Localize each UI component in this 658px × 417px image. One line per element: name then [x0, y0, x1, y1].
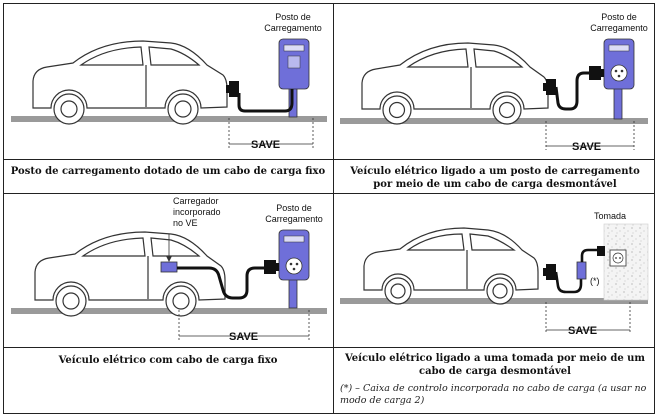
station-label-line1: Posto de	[276, 203, 312, 213]
save-label: SAVE	[572, 141, 601, 153]
charger-label-line1: Carregador	[173, 196, 219, 206]
grid-divider-middle	[3, 193, 655, 194]
car-outline	[34, 231, 226, 317]
charging-station	[278, 229, 310, 309]
save-label: SAVE	[229, 331, 258, 343]
save-label: SAVE	[568, 325, 597, 337]
ground-strip	[11, 308, 327, 314]
car-outline	[363, 227, 539, 305]
station-label-line2: Carregamento	[265, 214, 323, 224]
charger-label-line3: no VE	[173, 218, 198, 228]
save-dimension	[228, 118, 314, 148]
caption-panel-2: Veículo elétrico ligado a um posto de ca…	[350, 166, 640, 190]
diagram-grid	[3, 3, 655, 414]
panel-4-illustration: SAVE Tomada (*)	[340, 211, 649, 337]
charger-label-line2: incorporado	[173, 207, 221, 217]
panel-fixed-cable-station: SAVE Posto de Carregamento	[3, 3, 333, 159]
station-label-line2: Carregamento	[590, 23, 648, 33]
caption-panel-3: Veículo elétrico com cabo de carga fixo	[58, 355, 278, 366]
grid-divider-vertical	[333, 3, 334, 414]
outlet-label: Tomada	[594, 211, 626, 221]
caption-panel-1: Posto de carregamento dotado de um cabo …	[10, 166, 326, 177]
ground-strip	[11, 116, 327, 122]
panel-2-illustration: SAVE Posto de Carregamento	[340, 12, 648, 153]
grid-divider-caption-bottom	[3, 347, 655, 348]
save-dimension	[178, 310, 310, 340]
ground-strip	[340, 118, 648, 124]
station-label-line1: Posto de	[601, 12, 637, 22]
control-box-footnote: (*) – Caixa de controlo incorporada no c…	[340, 383, 647, 406]
panel-3-illustration: SAVE Carregador incorporado no VE Posto …	[11, 196, 327, 343]
charging-station	[278, 38, 310, 118]
panel-fixed-cable-vehicle: SAVE Carregador incorporado no VE Posto …	[3, 194, 333, 347]
fixed-vehicle-cable	[177, 260, 279, 300]
panel-1-illustration: SAVE Posto de Carregamento	[11, 12, 327, 151]
save-dimension	[545, 121, 635, 150]
grid-divider-caption-top	[3, 159, 655, 160]
panel-wall-outlet: SAVE Tomada (*)	[334, 194, 655, 347]
fixed-cable	[226, 81, 294, 113]
wall-outlet	[609, 249, 627, 267]
save-label: SAVE	[251, 139, 280, 151]
charging-station	[603, 38, 635, 120]
car-outline	[361, 42, 549, 125]
station-label-line2: Carregamento	[264, 23, 322, 33]
save-dimension	[545, 302, 631, 334]
car-outline	[32, 40, 228, 125]
station-label-line1: Posto de	[275, 12, 311, 22]
panel-detachable-cable-station: SAVE Posto de Carregamento	[334, 3, 655, 159]
control-box-marker: (*)	[590, 276, 600, 286]
detachable-cable	[543, 66, 604, 111]
caption-panel-4: Veículo elétrico ligado a uma tomada por…	[344, 353, 646, 377]
detachable-cable-with-control-box	[543, 246, 605, 294]
diagram-frame: SAVE Posto de Carregamento Posto de carr…	[3, 3, 655, 414]
